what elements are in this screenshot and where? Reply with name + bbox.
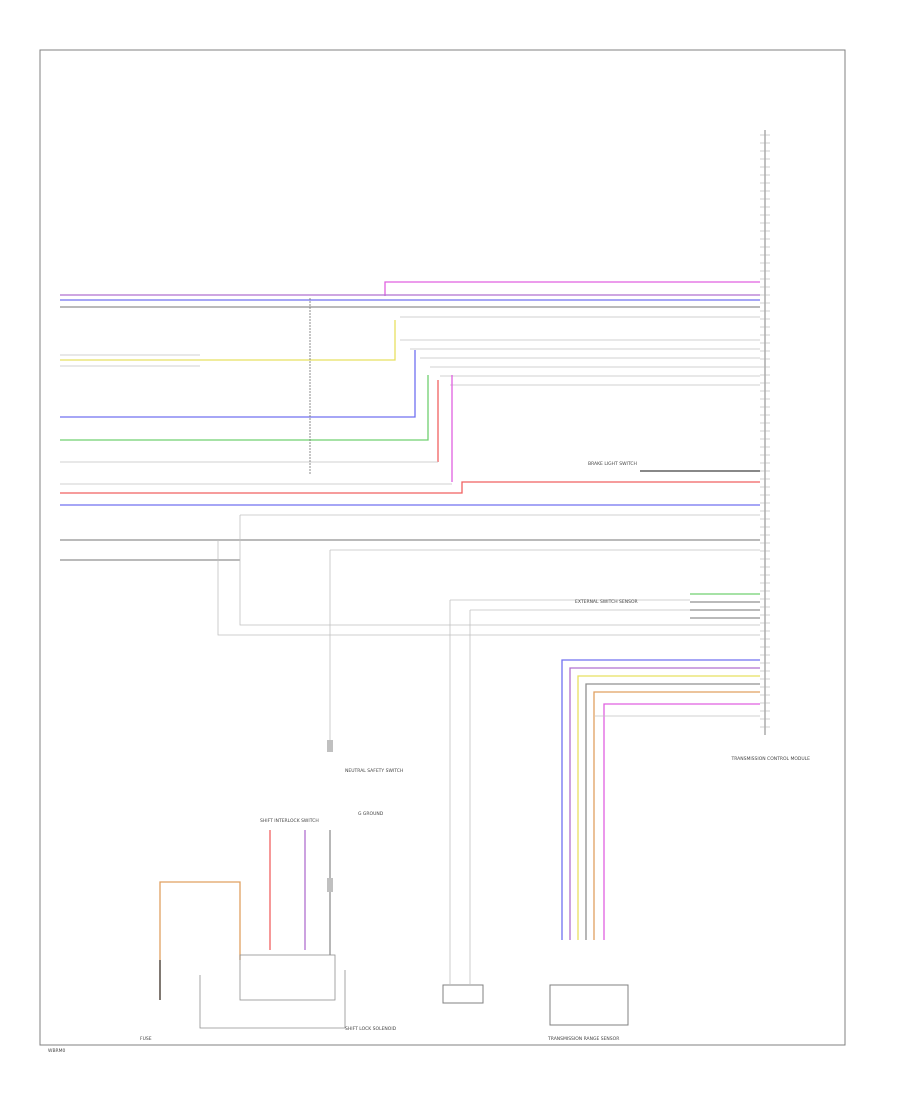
wire-gray-17 xyxy=(239,515,760,626)
connector-pins xyxy=(760,134,770,728)
middle-harness xyxy=(60,470,760,880)
interlock-switch-box xyxy=(239,954,336,1001)
diagram-frame xyxy=(39,49,846,1046)
wire-pink-1 xyxy=(384,281,760,296)
ground-loop xyxy=(199,970,346,1029)
label-neutral-switch: NEUTRAL SAFETY SWITCH xyxy=(345,768,403,774)
label-brake-light: BRAKE LIGHT SWITCH xyxy=(588,461,637,467)
wire-yellow-1 xyxy=(60,320,396,361)
ext-sensor-plug xyxy=(442,984,484,1004)
lower-left xyxy=(159,740,484,1029)
label-ground: G GROUND xyxy=(358,811,384,817)
wire-green-1 xyxy=(60,375,429,441)
tcm-connector: TRANSMISSION CONTROL MODULE xyxy=(730,130,810,762)
label-shift-lock: SHIFT LOCK SOLENOID xyxy=(345,1026,397,1032)
connector-mark-1 xyxy=(327,740,333,752)
label-shift-interlock: SHIFT INTERLOCK SWITCH xyxy=(260,818,319,824)
wire-lb-orange xyxy=(593,691,760,940)
wire-red-1 xyxy=(60,481,760,494)
wire-orange-1 xyxy=(159,881,241,1000)
wire-lb-yellow xyxy=(577,675,760,940)
wire-lb-gray xyxy=(585,683,760,940)
sensor-connector xyxy=(549,984,629,1026)
label-fuse: FUSE xyxy=(140,1036,152,1042)
lower-bundle xyxy=(549,659,760,1026)
footer-code: WBRM0 xyxy=(48,1048,66,1054)
wire-lb-violet xyxy=(569,667,760,940)
wire-lb-blue xyxy=(561,659,760,940)
tcm-label: TRANSMISSION CONTROL MODULE xyxy=(730,756,810,762)
label-ext-sensor: EXTERNAL SWITCH SENSOR xyxy=(575,599,638,605)
top-harness xyxy=(60,281,760,485)
wire-blue-2 xyxy=(60,350,416,418)
label-transmission-range: TRANSMISSION RANGE SENSOR xyxy=(547,1036,619,1042)
component-labels: NEUTRAL SAFETY SWITCH G GROUND SHIFT INT… xyxy=(48,461,638,1054)
wire-gray-18 xyxy=(217,540,760,636)
connector-mark-2 xyxy=(327,878,333,892)
wire-lb-pink xyxy=(603,703,760,940)
